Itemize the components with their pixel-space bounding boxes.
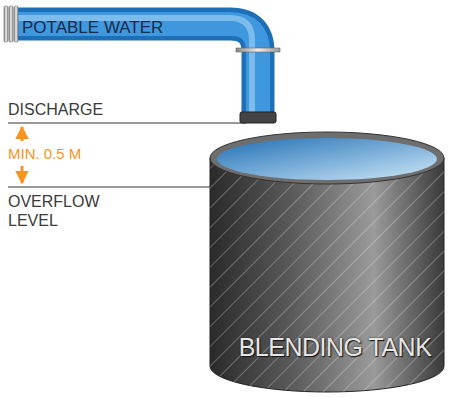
level-label: OVERFLOW LEVEL xyxy=(8,192,118,230)
dimension-arrow xyxy=(21,127,24,141)
dimension-arrow xyxy=(21,166,24,183)
level-label: DISCHARGE xyxy=(8,100,208,119)
pipe-label: POTABLE WATER xyxy=(22,14,222,42)
tank-shape: BLENDING TANK xyxy=(208,130,446,394)
tank-label: BLENDING TANK xyxy=(232,330,438,364)
dimension-label: MIN. 0.5 M xyxy=(8,145,148,163)
overflow-line xyxy=(8,186,230,188)
discharge-line xyxy=(8,122,246,124)
